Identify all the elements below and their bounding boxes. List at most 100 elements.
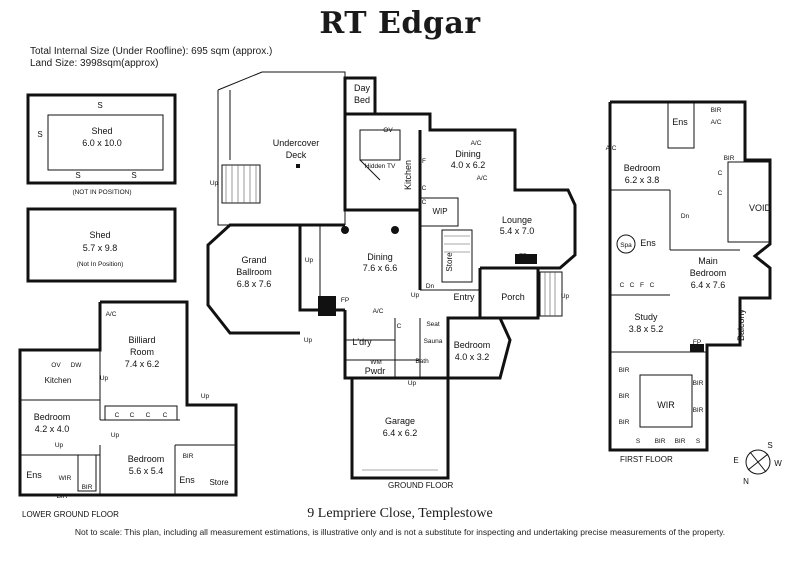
room-day: Day — [354, 83, 371, 93]
label-bir-ff6: BIR — [693, 380, 704, 387]
label-c-g1: C — [422, 185, 427, 192]
room-bedroom-ff: Bedroom — [624, 163, 661, 173]
room-sauna: Sauna — [424, 338, 443, 345]
room-entry: Entry — [453, 292, 475, 302]
label-c-ff5: C — [650, 282, 655, 289]
label-seat: Seat — [426, 321, 440, 328]
room-ens-ff1: Ens — [672, 117, 688, 127]
svg-text:S: S — [131, 171, 136, 180]
label-ac-g2: A/C — [477, 175, 488, 182]
shed-2: Shed 5.7 x 9.8 (Not In Position) — [26, 207, 177, 283]
label-bir-ff8: BIR — [655, 438, 666, 445]
room-grand: Grand — [241, 255, 266, 265]
shed-1-note: (NOT IN POSITION) — [72, 189, 131, 196]
room-garage: Garage — [385, 416, 415, 426]
label-c-ff4: C — [630, 282, 635, 289]
label-c-ff3: C — [620, 282, 625, 289]
label-bir-ff5: BIR — [619, 419, 630, 426]
compass: S N E W — [733, 441, 782, 486]
room-wip: WIP — [432, 207, 447, 216]
room-dining-main-dims: 7.6 x 6.6 — [363, 263, 398, 273]
label-c-g2: C — [422, 199, 427, 206]
room-billiard: Billiard — [128, 335, 155, 345]
label-up-g3: Up — [411, 292, 420, 299]
label-up-g4: Up — [304, 337, 313, 344]
svg-text:S: S — [37, 130, 42, 139]
room-kitchen: Kitchen — [403, 160, 413, 190]
room-pwdr: Pwdr — [365, 366, 386, 376]
label-bir-lg1: BIR — [57, 493, 68, 500]
label-c-g3: C — [397, 323, 402, 330]
label-c-ff1: C — [718, 170, 723, 177]
label-ov-g: OV — [383, 127, 393, 134]
room-spa: Spa — [620, 242, 632, 249]
label-ac-g1: A/C — [471, 140, 482, 147]
ground-floor: Day Bed Undercover Deck Dining 4.0 x 6.2… — [206, 71, 577, 490]
property-address: 9 Lempriere Close, Templestowe — [307, 506, 493, 521]
lower-ground-floor: Billiard Room 7.4 x 6.2 Kitchen Bedroom … — [18, 300, 238, 519]
brand-title: RT Edgar — [319, 6, 481, 41]
svg-text:S: S — [75, 171, 80, 180]
shed-2-name: Shed — [89, 230, 110, 240]
label-up-g2: Up — [305, 257, 314, 264]
floor-label-first: FIRST FLOOR — [620, 455, 673, 464]
room-ens-lg2: Ens — [179, 475, 195, 485]
label-hidden-tv: Hidden TV — [365, 163, 396, 170]
label-ac-ff2: A/C — [606, 145, 617, 152]
room-bedroom-lg2-dims: 5.6 x 5.4 — [129, 466, 164, 476]
label-up-lg4: Up — [55, 442, 64, 449]
label-bir-ff7: BIR — [693, 407, 704, 414]
label-bir-lg2: BIR — [183, 453, 194, 460]
label-ov-lg: OV — [51, 362, 61, 369]
room-void: VOID — [749, 203, 772, 213]
room-wir-lg: WIR — [59, 475, 72, 482]
label-bir-ff9: BIR — [675, 438, 686, 445]
disclaimer-text: Not to scale: This plan, including all m… — [74, 527, 726, 537]
svg-text:S: S — [97, 101, 102, 110]
shed-2-note: (Not In Position) — [77, 261, 124, 268]
room-deck: Deck — [286, 150, 307, 160]
room-bedroom-g: Bedroom — [454, 340, 491, 350]
room-ens-lg1: Ens — [26, 470, 42, 480]
land-size-text: Land Size: 3998sqm(approx) — [30, 58, 159, 69]
room-ldry: L'dry — [352, 337, 372, 347]
total-size-text: Total Internal Size (Under Roofline): 69… — [30, 46, 273, 57]
room-main: Main — [698, 256, 718, 266]
room-main-bedroom-dims: 6.4 x 7.6 — [691, 280, 726, 290]
room-undercover: Undercover — [273, 138, 320, 148]
room-lounge: Lounge — [502, 215, 532, 225]
room-dining-upper-dims: 4.0 x 6.2 — [451, 160, 486, 170]
floor-label-ground: GROUND FLOOR — [388, 481, 454, 490]
label-up-g5: Up — [561, 293, 570, 300]
label-dw-lg: DW — [71, 362, 83, 369]
room-porch: Porch — [501, 292, 525, 302]
compass-w: W — [774, 459, 782, 468]
room-store-lg: Store — [209, 478, 229, 487]
label-ac-g3: A/C — [373, 308, 384, 315]
label-bir-ff4: BIR — [619, 393, 630, 400]
room-bedroom-lg1: Bedroom — [34, 412, 71, 422]
label-f-ff: F — [640, 282, 644, 289]
label-up-lg3: Up — [111, 432, 120, 439]
compass-n: N — [743, 477, 749, 486]
room-bedroom-lg1-dims: 4.2 x 4.0 — [35, 424, 70, 434]
label-c-lg4: C — [163, 412, 168, 419]
room-bath: Bath — [415, 358, 429, 365]
room-billiard-dims: 7.4 x 6.2 — [125, 359, 160, 369]
room-main-bedroom: Bedroom — [690, 268, 727, 278]
label-fp-g2: FP — [341, 297, 349, 304]
label-c-lg2: C — [130, 412, 135, 419]
label-c-lg1: C — [115, 412, 120, 419]
shed-1-name: Shed — [91, 126, 112, 136]
label-up-lg1: Up — [100, 375, 109, 382]
floor-label-lower: LOWER GROUND FLOOR — [22, 510, 119, 519]
label-up-g1: Up — [210, 180, 219, 187]
compass-e: E — [733, 456, 738, 465]
label-fp-ff: FP — [693, 339, 701, 346]
label-wm: WM — [370, 359, 382, 366]
room-bedroom-ff-dims: 6.2 x 3.8 — [625, 175, 660, 185]
compass-s: S — [767, 441, 772, 450]
room-ens-ff2: Ens — [640, 238, 656, 248]
label-bir-ff1: BIR — [711, 107, 722, 114]
